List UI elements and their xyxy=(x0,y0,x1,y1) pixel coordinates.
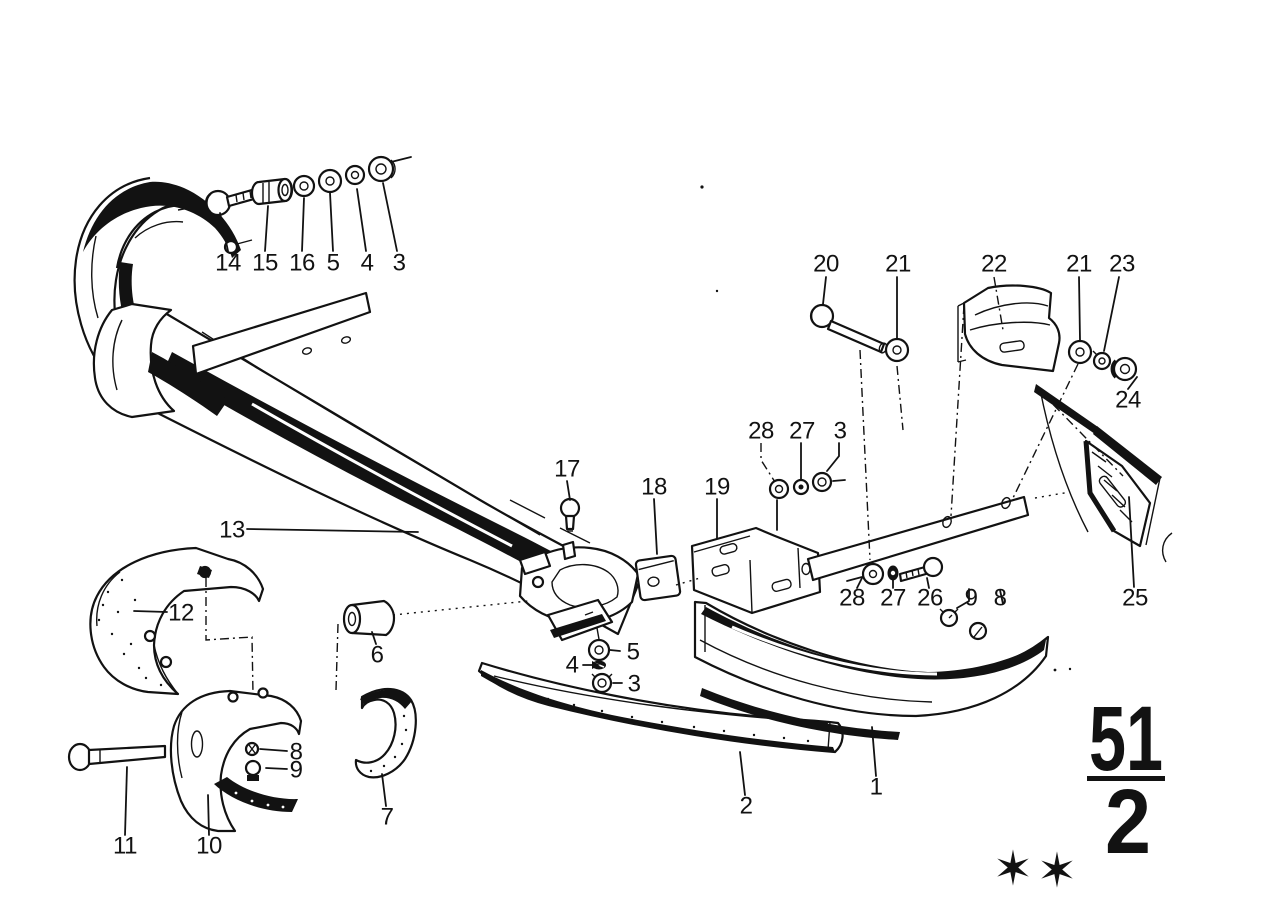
center-clamp-assembly xyxy=(518,540,640,646)
mounting-bracket-part19 xyxy=(690,526,822,615)
washer-part21-left xyxy=(884,337,910,363)
callout-8-mid: 8 xyxy=(994,585,1007,612)
callouts: 14 15 16 5 4 3 20 21 22 21 23 24 28 27 3… xyxy=(113,250,1148,860)
stipple-texture xyxy=(97,578,163,687)
rubber-buffer-part6 xyxy=(342,599,396,637)
callout-14: 14 xyxy=(215,250,241,277)
screw-part8-small xyxy=(244,741,260,757)
body-panel-part25 xyxy=(1034,384,1173,563)
nut-part24 xyxy=(1110,356,1138,382)
nut-part3-top xyxy=(367,155,396,183)
washer-part28-upper xyxy=(768,478,790,500)
rubber-strip-part2 xyxy=(477,661,844,754)
callout-12: 12 xyxy=(168,600,194,627)
nut-part3-upper-mid xyxy=(811,471,846,493)
bumper-side-bar-part13 xyxy=(73,176,640,636)
bumper-guard-upper-part12 xyxy=(89,546,265,696)
star-icon: ✶ xyxy=(1037,845,1077,898)
callout-19: 19 xyxy=(704,474,730,501)
callout-26: 26 xyxy=(917,585,943,612)
bolt-part20 xyxy=(809,303,888,354)
callout-4-top: 4 xyxy=(361,250,374,277)
fastener-row-top-left xyxy=(177,155,412,217)
callout-3-mid: 3 xyxy=(834,418,847,445)
spacer-sleeve-part15 xyxy=(250,177,294,206)
callout-27-upper: 27 xyxy=(789,418,815,445)
callout-20: 20 xyxy=(813,251,839,278)
bracket-part22 xyxy=(957,284,1061,373)
callout-24: 24 xyxy=(1115,387,1141,414)
support-arm-right xyxy=(806,495,1030,582)
rating-stars: ✶ ✶ xyxy=(993,843,1077,898)
callout-11: 11 xyxy=(113,833,137,860)
callout-5-center: 5 xyxy=(627,639,640,666)
nut-part9-mid xyxy=(939,608,959,628)
screw-part26 xyxy=(898,556,944,583)
stipple-texture xyxy=(369,714,408,773)
rubber-buffer-curved-part7 xyxy=(354,688,417,779)
callout-18: 18 xyxy=(641,474,667,501)
callout-25: 25 xyxy=(1122,585,1148,612)
spacer-block-part18 xyxy=(634,554,682,602)
callout-13: 13 xyxy=(219,517,245,544)
callout-28-lower: 28 xyxy=(839,585,865,612)
support-arm-left xyxy=(191,291,372,376)
page-marker: 51 2 xyxy=(1087,688,1165,873)
callout-17: 17 xyxy=(554,456,580,483)
callout-4-center: 4 xyxy=(566,652,579,679)
callout-15: 15 xyxy=(252,250,278,277)
washer-part27-lower xyxy=(887,565,899,581)
washer-part21-right xyxy=(1067,339,1093,365)
callout-6: 6 xyxy=(371,642,384,669)
scan-specks xyxy=(700,185,1072,672)
callout-3-top: 3 xyxy=(393,250,406,277)
section-number: 51 xyxy=(1089,688,1163,790)
nut-part3-center xyxy=(591,672,613,694)
washer-part5-center xyxy=(587,638,611,662)
leader-lines xyxy=(124,182,1138,836)
hatch-dots xyxy=(234,791,285,809)
callout-27-lower: 27 xyxy=(880,585,906,612)
callout-21-left: 21 xyxy=(885,251,911,278)
washer-part16 xyxy=(292,174,316,198)
washer-part27-upper xyxy=(792,478,810,496)
stipple-texture xyxy=(520,690,810,743)
alignment-lines xyxy=(205,304,1124,695)
page-number: 2 xyxy=(1105,771,1151,873)
callout-2: 2 xyxy=(740,793,753,820)
callout-23: 23 xyxy=(1109,251,1135,278)
bumper-guard-lower-part10 xyxy=(169,687,303,833)
callout-9-mid: 9 xyxy=(965,585,978,612)
callout-16: 16 xyxy=(289,250,315,277)
washer-part5-top xyxy=(317,168,343,194)
fraction-rule xyxy=(1087,776,1165,781)
callout-21-right: 21 xyxy=(1066,251,1092,278)
callout-9-left: 9 xyxy=(290,757,303,784)
carriage-bolt-part11 xyxy=(67,742,167,772)
callout-8-left: 8 xyxy=(290,739,303,766)
callout-3-center: 3 xyxy=(628,671,641,698)
lock-washer-part23 xyxy=(1092,350,1112,371)
nut-part9-small xyxy=(244,759,262,781)
callout-1: 1 xyxy=(870,774,883,801)
star-icon: ✶ xyxy=(993,843,1033,896)
clip-nut-part8-mid xyxy=(968,621,988,641)
callout-7: 7 xyxy=(381,804,394,831)
screw-part17 xyxy=(559,497,581,532)
callout-28-upper: 28 xyxy=(748,418,774,445)
washer-part4-top xyxy=(344,164,366,186)
callout-10: 10 xyxy=(196,833,222,860)
callout-22: 22 xyxy=(981,251,1007,278)
washer-part28-lower xyxy=(846,562,885,586)
callout-5-top: 5 xyxy=(327,250,340,277)
